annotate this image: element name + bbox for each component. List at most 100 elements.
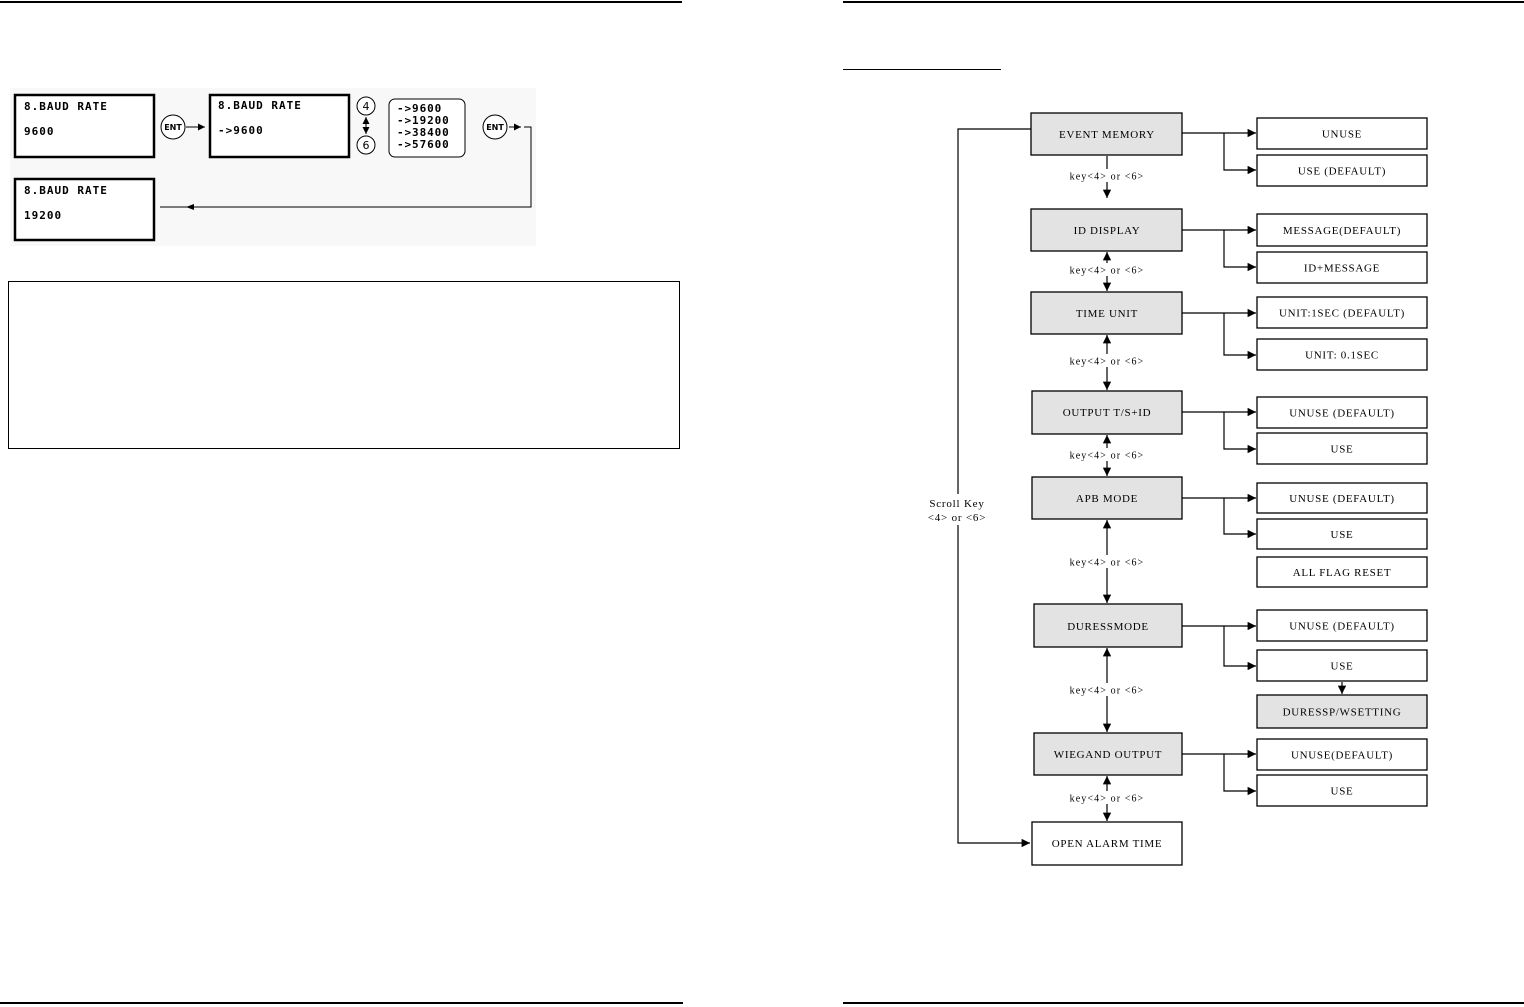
baud-rate-flow: 8.BAUD RATE 9600 ENT 8.BAUD RATE ->9600 … [10, 88, 536, 246]
option-id-display-id-message: ID+MESSAGE [1256, 251, 1428, 284]
option-label: UNUSE (DEFAULT) [1289, 493, 1395, 505]
menu-node-time-unit: TIME UNIT [1030, 291, 1183, 335]
option-box [1256, 609, 1428, 642]
menu-box [1031, 476, 1183, 520]
connector-output-ts-id [1182, 407, 1256, 454]
menu-box [1033, 732, 1183, 776]
option-box [1256, 117, 1428, 150]
option-event-memory-unuse: UNUSE [1256, 117, 1428, 150]
ent-key-label: ENT [164, 123, 182, 132]
option-label: USE [1331, 529, 1354, 541]
menu-node-wiegand-output: WIEGAND OUTPUT [1033, 732, 1183, 776]
label-backdrop [1066, 263, 1148, 276]
option-label: UNUSE(DEFAULT) [1291, 750, 1393, 762]
key-label: key<4> or <6> [1070, 686, 1145, 697]
menu-label: WIEGAND OUTPUT [1054, 749, 1162, 761]
scroll-label-line1: Scroll Key [929, 498, 984, 510]
option-box [1256, 774, 1428, 807]
option-label: USE [1331, 786, 1354, 798]
connector-apb-mode [1182, 493, 1256, 539]
option-duress-pw-setting: DURESSP/WSETTING [1256, 694, 1428, 729]
label-backdrop [1066, 791, 1148, 804]
option-box [1256, 251, 1428, 284]
option-apb-use: USE [1256, 518, 1428, 550]
key-label: key<4> or <6> [1070, 558, 1145, 569]
connector-branch [1223, 754, 1256, 796]
key-label: key<4> or <6> [1070, 451, 1145, 462]
key-arrow-6: key<4> or <6> [1066, 648, 1148, 732]
option-box [1256, 154, 1428, 187]
menu-label: APB MODE [1076, 493, 1138, 505]
option-label: USE (DEFAULT) [1298, 166, 1386, 178]
option-event-memory-use: USE (DEFAULT) [1256, 154, 1428, 187]
key-arrow-7: key<4> or <6> [1066, 776, 1148, 821]
option-label: DURESSP/WSETTING [1283, 707, 1402, 719]
option-label: UNUSE (DEFAULT) [1289, 621, 1395, 633]
key-4-label: 4 [363, 100, 370, 113]
label-backdrop [1066, 354, 1148, 367]
option-apb-unuse: UNUSE (DEFAULT) [1256, 482, 1428, 514]
connector-time-unit [1182, 308, 1256, 360]
lcd-title: 8.BAUD RATE [24, 100, 108, 113]
lcd-frame [13, 177, 156, 242]
menu-node-open-alarm-time: OPEN ALARM TIME [1031, 821, 1183, 866]
key-6-outline [356, 135, 376, 155]
option-38400: ->38400 [397, 126, 450, 139]
menu-node-apb-mode: APB MODE [1031, 476, 1183, 520]
option-label: USE [1331, 661, 1354, 673]
connector-branch [1223, 412, 1256, 454]
connector-id-display [1182, 225, 1256, 272]
connector-branch [1223, 626, 1256, 671]
option-box [1256, 694, 1428, 729]
menu-label: OUTPUT T/S+ID [1063, 407, 1152, 419]
label-backdrop [1066, 169, 1148, 182]
option-box [1256, 738, 1428, 771]
connector-branch [1223, 230, 1256, 272]
option-label: ALL FLAG RESET [1293, 567, 1392, 579]
menu-box [1030, 291, 1183, 335]
option-wiegand-unuse: UNUSE(DEFAULT) [1256, 738, 1428, 771]
lcd-value: 19200 [24, 209, 62, 222]
option-label: UNUSE (DEFAULT) [1289, 408, 1395, 420]
connector-duress-mode [1182, 621, 1256, 671]
ent-key-outline [482, 114, 508, 140]
label-backdrop [924, 494, 990, 525]
option-time-unit-1sec: UNIT:1SEC (DEFAULT) [1256, 296, 1428, 329]
scroll-loop-line [957, 128, 1031, 848]
key-arrow-1: key<4> or <6> [1066, 156, 1148, 198]
ent-key-second: ENT [482, 114, 508, 140]
scroll-loop: Scroll Key <4> or <6> [924, 128, 1031, 848]
lcd-screen-edit: 8.BAUD RATE ->9600 [208, 93, 351, 159]
key-arrow-4: key<4> or <6> [1066, 435, 1148, 476]
option-box [1256, 213, 1428, 247]
menu-node-duress-mode: DURESSMODE [1033, 603, 1183, 648]
option-duress-use: USE [1256, 649, 1428, 682]
ent-key-label: ENT [486, 123, 504, 132]
menu-label: OPEN ALARM TIME [1052, 838, 1163, 850]
lcd-value: 9600 [24, 125, 55, 138]
lcd-screen-result: 8.BAUD RATE 19200 [13, 177, 156, 242]
connector-branch [1223, 133, 1256, 175]
flow-return-path [160, 126, 532, 208]
note-box [8, 281, 680, 449]
connector-branch [1223, 498, 1256, 539]
lcd-screen-initial: 8.BAUD RATE 9600 [13, 93, 156, 159]
lcd-frame [208, 93, 351, 159]
key-label: key<4> or <6> [1070, 357, 1145, 368]
lcd-title: 8.BAUD RATE [24, 184, 108, 197]
option-box [1256, 396, 1428, 429]
menu-box [1030, 208, 1183, 252]
menu-box [1031, 821, 1183, 866]
key-label: key<4> or <6> [1070, 172, 1145, 183]
key-label: key<4> or <6> [1070, 266, 1145, 277]
label-backdrop [1066, 448, 1148, 461]
key-4-outline [356, 96, 376, 116]
option-label: USE [1331, 444, 1354, 456]
option-box [1256, 556, 1428, 588]
flow-return-arrowhead [186, 204, 194, 210]
scroll-label-line2: <4> or <6> [928, 512, 986, 524]
option-box [1256, 649, 1428, 682]
connector-wiegand-output [1182, 749, 1256, 796]
scroll-keys: 4 6 [356, 96, 376, 155]
